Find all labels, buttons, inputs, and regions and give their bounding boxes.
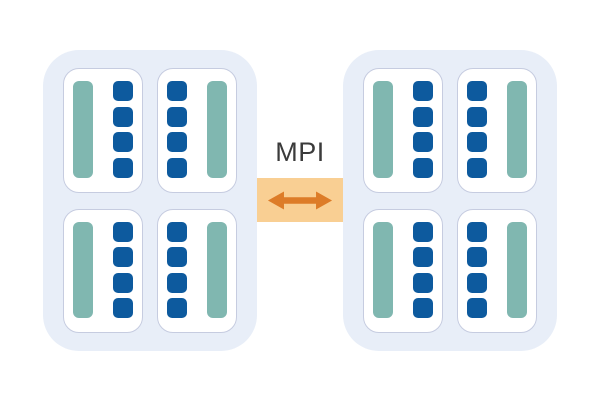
core-block (167, 247, 187, 267)
double-arrow-icon (267, 191, 333, 209)
core-stack (113, 81, 133, 178)
core-block (467, 298, 487, 318)
core-block (113, 157, 133, 178)
core-block (167, 272, 187, 293)
core-block (467, 272, 487, 293)
core-block (167, 298, 187, 318)
core-stack (113, 221, 133, 318)
core-block (113, 132, 133, 152)
core-stack (167, 221, 187, 318)
memory-bar (373, 81, 393, 178)
core-block (467, 247, 487, 267)
core-block (413, 157, 433, 178)
memory-bar (73, 221, 93, 318)
cpu-socket (363, 68, 443, 193)
memory-bar (207, 221, 227, 318)
core-stack (413, 221, 433, 318)
core-stack (467, 221, 487, 318)
cpu-socket (457, 208, 537, 333)
core-block (413, 247, 433, 267)
core-block (413, 272, 433, 293)
core-block (467, 81, 487, 101)
memory-bar (373, 221, 393, 318)
core-block (413, 298, 433, 318)
core-block (413, 81, 433, 101)
core-block (413, 132, 433, 152)
core-block (113, 106, 133, 127)
core-stack (413, 81, 433, 178)
core-block (467, 106, 487, 127)
core-block (413, 221, 433, 242)
cpu-socket (63, 208, 143, 333)
cpu-socket (363, 208, 443, 333)
mpi-label: MPI (275, 137, 325, 167)
cpu-socket (157, 208, 237, 333)
compute-node-right (343, 50, 557, 351)
core-block (467, 132, 487, 152)
core-block (113, 298, 133, 318)
core-block (167, 221, 187, 242)
compute-node-left (43, 50, 257, 351)
core-block (113, 272, 133, 293)
core-block (413, 106, 433, 127)
core-block (467, 221, 487, 242)
memory-bar (73, 81, 93, 178)
core-block (167, 132, 187, 152)
core-block (467, 157, 487, 178)
core-block (113, 247, 133, 267)
cpu-socket (457, 68, 537, 193)
memory-bar (207, 81, 227, 178)
core-block (167, 106, 187, 127)
core-block (167, 157, 187, 178)
memory-bar (507, 221, 527, 318)
core-stack (167, 81, 187, 178)
core-block (113, 221, 133, 242)
core-stack (467, 81, 487, 178)
memory-bar (507, 81, 527, 178)
mpi-link-box (257, 178, 343, 222)
cpu-socket (157, 68, 237, 193)
core-block (113, 81, 133, 101)
core-block (167, 81, 187, 101)
cpu-socket (63, 68, 143, 193)
